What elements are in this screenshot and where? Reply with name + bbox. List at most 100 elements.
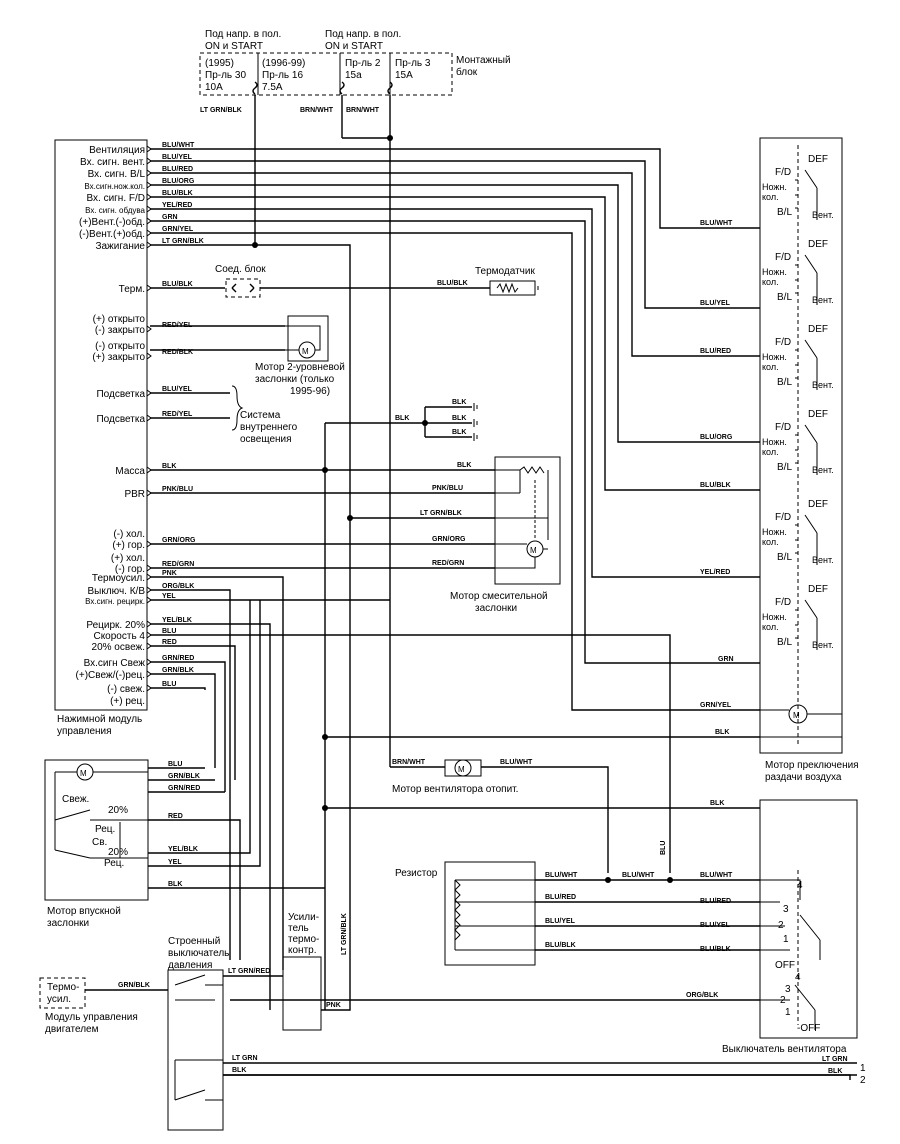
- control-module-pin-label: (+)Свеж/(-)рец.: [76, 670, 145, 681]
- mode-fd-label: F/D: [775, 252, 791, 263]
- mix-wire-pnkblu: PNK/BLU: [432, 485, 463, 492]
- mode-def-label: DEF: [808, 499, 828, 510]
- thermo-wire-label: BLU/BLK: [437, 280, 468, 287]
- ecm-box-label-1: Термо-: [47, 982, 79, 993]
- mode-vent-label: Вент.: [812, 295, 834, 305]
- control-module-wire-label: GRN/YEL: [162, 226, 194, 233]
- mix-motor-label-2: заслонки: [475, 603, 517, 614]
- pressure-label-1: Строенный: [168, 936, 220, 947]
- control-module-pin-label: (+) открыто: [93, 314, 146, 325]
- block-label-2: блок: [456, 66, 478, 78]
- mix-wire-grnorg: GRN/ORG: [432, 536, 466, 543]
- fuse3-l2: 15a: [345, 70, 362, 81]
- blower-motor-icon: [454, 759, 472, 777]
- mix-wire-ltgrnblk: LT GRN/BLK: [420, 510, 462, 517]
- res-wire-1b: BLU/WHT: [622, 872, 655, 879]
- control-module-wire-label: BLU/WHT: [162, 142, 195, 149]
- control-module-pin-label: Рецирк. 20%: [86, 620, 145, 631]
- mode-def-label: DEF: [808, 154, 828, 165]
- mode-vent-label: Вент.: [812, 380, 834, 390]
- control-module-wire-label: BLU/YEL: [162, 386, 193, 393]
- mode-switch-icon: [795, 599, 818, 650]
- control-module-pin-label: Вх. сигн. вент.: [80, 157, 145, 168]
- control-module-wire-label: GRN/BLK: [162, 667, 194, 674]
- control-module-pin-label: Подсветка: [96, 414, 145, 425]
- control-module-pin-label: (-) свеж.: [107, 684, 145, 695]
- control-module-wire-label: RED/YEL: [162, 411, 193, 418]
- fan-switch-box: [759, 799, 858, 1039]
- intake-motor-box: [44, 759, 149, 901]
- mode-vent-label: Вент.: [812, 555, 834, 565]
- control-module-pin-label: Выключ. К/В: [88, 586, 146, 597]
- air-dist-wire-grn: GRN: [718, 656, 734, 663]
- fan-off-2: -OFF: [797, 1023, 820, 1034]
- mode-bl-label: B/L: [777, 377, 792, 388]
- fuse4-icon: [387, 81, 393, 95]
- fuse1-l3: 10A: [205, 82, 223, 93]
- svg-text:3: 3: [783, 904, 789, 915]
- intake-damper-motor: M BLU GRN/BLK GRN/RED Свеж. 20% Рец. Св.…: [44, 600, 325, 960]
- pressure-switch-box: [167, 969, 224, 1131]
- thermo-amp-wire: LT GRN/BLK: [341, 913, 348, 955]
- out-wire-ltgrn-r: LT GRN: [822, 1056, 848, 1063]
- thermo-sensor-label: Термодатчик: [475, 266, 535, 277]
- mix-wire-blk: BLK: [457, 462, 471, 469]
- svg-text:1: 1: [785, 1007, 791, 1018]
- mix-damper-motor: BLK PNK/BLU LT GRN/BLK GRN/ORG RED/GRN M…: [150, 456, 561, 614]
- intake-label-2: заслонки: [47, 918, 89, 929]
- mode-foot-label: Ножн.: [762, 267, 787, 277]
- connector-pin-icon: [146, 325, 152, 333]
- control-module-wire-label: YEL/RED: [162, 202, 192, 209]
- svg-text:M: M: [793, 711, 800, 720]
- control-module-caption-1: Нажимной модуль: [57, 714, 142, 725]
- mode-foot-label-2: кол.: [762, 362, 779, 372]
- mode-fd-label: F/D: [775, 512, 791, 523]
- two-level-motor-label-3: 1995-96): [290, 386, 330, 397]
- svg-text:M: M: [80, 769, 87, 778]
- fuse-block-outline: [199, 52, 453, 96]
- lighting-label-2: внутреннего: [240, 422, 298, 433]
- control-module-pin-label: Вх.сигн.нож.кол.: [84, 182, 145, 191]
- svg-text:2: 2: [778, 920, 784, 931]
- fuse-header-left-1: Под напр. в пол.: [205, 29, 281, 40]
- control-module-pin-label: (+) рец.: [110, 696, 145, 707]
- two-level-motor-box: [287, 315, 329, 362]
- two-level-motor-label-2: заслонки (только: [255, 374, 335, 385]
- gnd-wire-2: BLK: [452, 415, 466, 422]
- out-wire-blk-r: BLK: [828, 1068, 842, 1075]
- resistor-box: [444, 861, 536, 966]
- conn-block-box: [225, 278, 261, 298]
- thermo-sensor-icon: [489, 280, 536, 296]
- mode-foot-label-2: кол.: [762, 192, 779, 202]
- out-wire-blk: BLK: [232, 1067, 246, 1074]
- mode-bl-label: B/L: [777, 462, 792, 473]
- mode-fd-label: F/D: [775, 337, 791, 348]
- intake-recirc-label: Рец.: [95, 824, 115, 835]
- svg-text:3: 3: [785, 984, 791, 995]
- mode-switch-icon: [795, 339, 818, 390]
- fuse-header-right-1: Под напр. в пол.: [325, 29, 401, 40]
- lighting-label-1: Система: [240, 410, 281, 421]
- mix-motor-box: [494, 456, 561, 585]
- air-dist-wire-bluorg: BLU/ORG: [700, 434, 733, 441]
- thermo-amp-label-2: тель: [288, 923, 309, 934]
- control-module-caption-2: управления: [57, 726, 112, 737]
- intake-recirc-label-2: Рец.: [104, 858, 124, 869]
- thermo-amp-label-3: термо-: [288, 934, 319, 945]
- fuse3-l1: Пр-ль 2: [345, 58, 381, 69]
- control-module-wire-label: YEL/BLK: [162, 617, 192, 624]
- air-dist-wire-blured: BLU/RED: [700, 348, 731, 355]
- res-wire-2b: BLU/RED: [700, 898, 731, 905]
- fuse-wire1: LT GRN/BLK: [200, 107, 242, 114]
- thermo-sensor-circuit: Соед. блок BLU/BLK Термодатчик: [150, 263, 539, 298]
- control-module-pin-label: Скорость 4: [93, 631, 145, 642]
- fuse1-icon: [252, 81, 258, 95]
- mode-foot-label-2: кол.: [762, 277, 779, 287]
- connector-pin-icon: [146, 352, 152, 360]
- control-module-wire-label: PNK/BLU: [162, 486, 193, 493]
- control-module-wire-label: GRN/RED: [162, 655, 194, 662]
- upper-bus: [150, 148, 760, 960]
- control-module-pin-label: Терм.: [119, 284, 145, 295]
- air-dist-box: [759, 137, 843, 754]
